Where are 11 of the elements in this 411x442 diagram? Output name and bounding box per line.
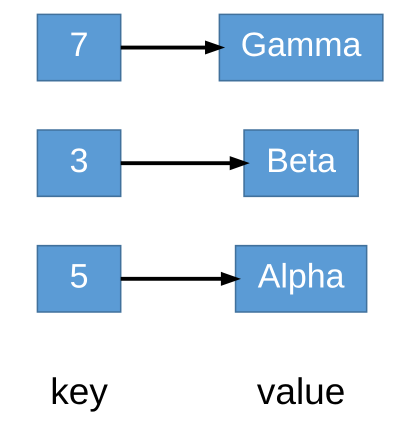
node-box: 3 [36,129,122,198]
node-box: Gamma [218,14,384,82]
arrow [120,272,241,286]
node-box: Beta [243,129,359,198]
node-box: 5 [36,244,122,313]
node-box: 7 [36,14,122,82]
label: key [50,371,108,412]
node-box: Alpha [234,244,368,313]
arrow [120,156,250,170]
arrow [120,40,226,55]
label: value [256,371,346,412]
